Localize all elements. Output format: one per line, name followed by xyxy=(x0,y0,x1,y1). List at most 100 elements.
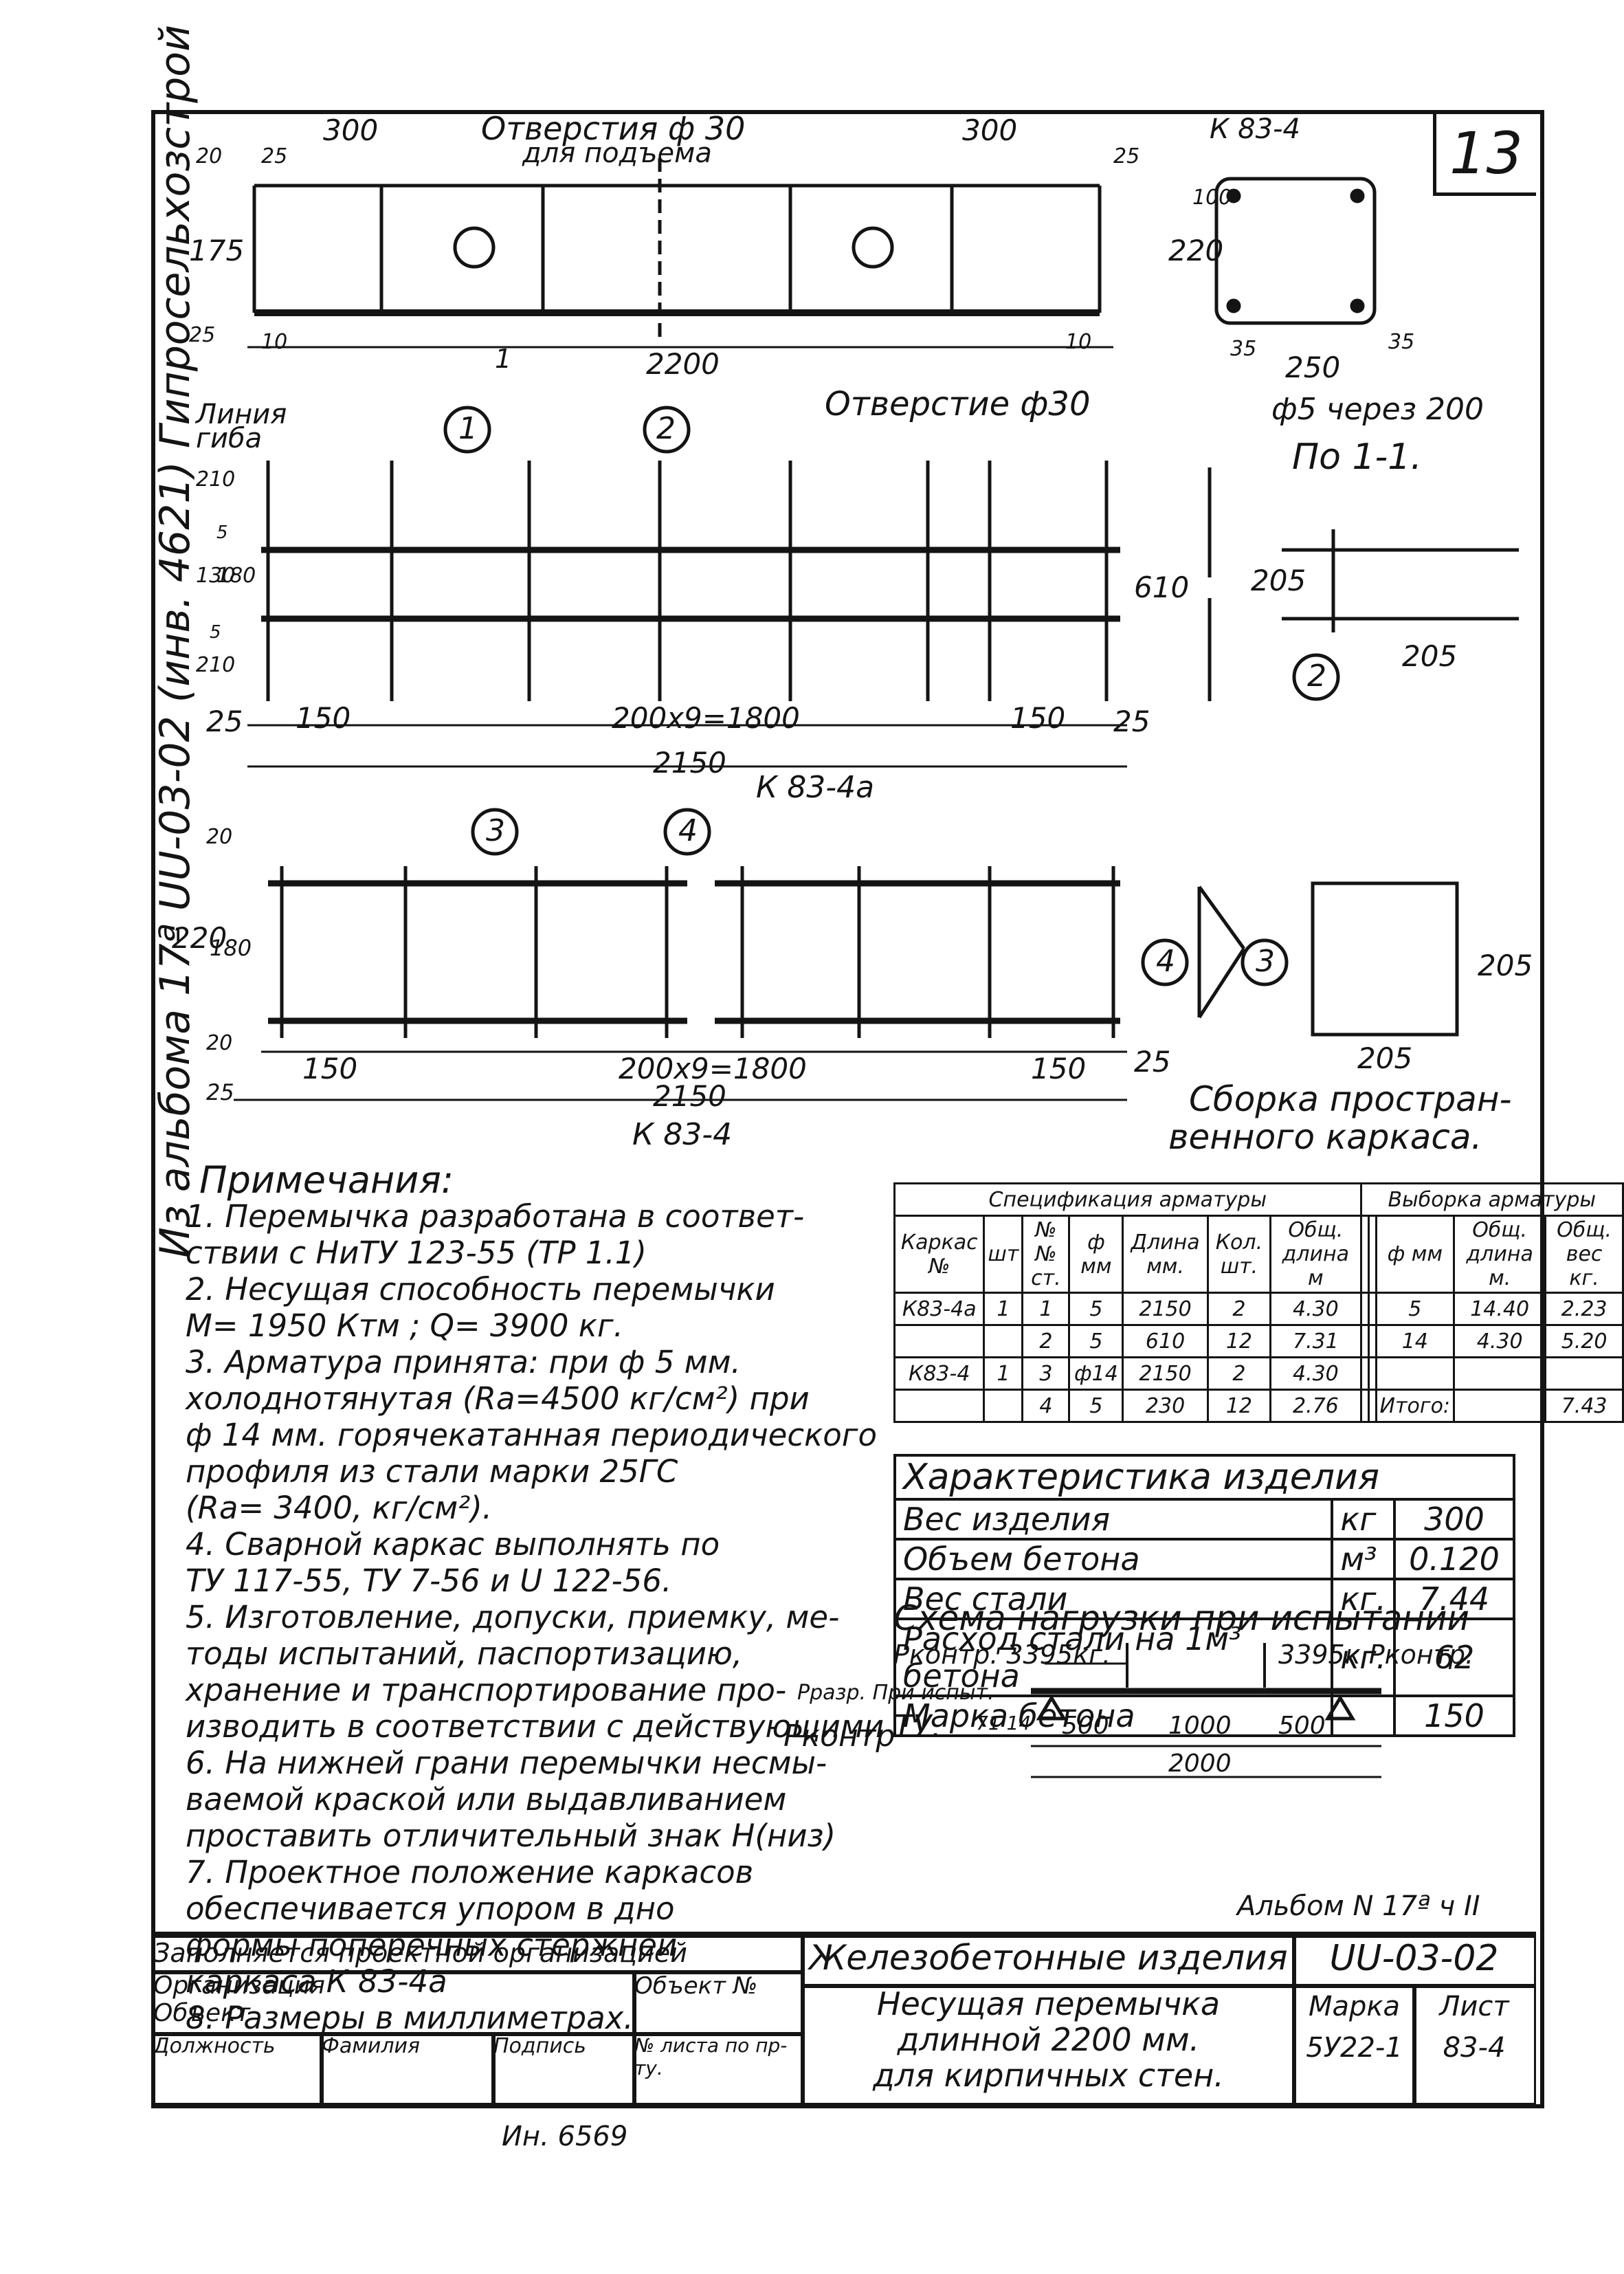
k834a-dim-210-bottom: 210 xyxy=(196,653,236,677)
char-value: 150 xyxy=(1393,1695,1515,1737)
char-name: Объем бетона xyxy=(893,1538,1334,1580)
note-line: ствии с НиТУ 123-55 (ТР 1.1) xyxy=(186,1235,647,1271)
title-block: Заполняется проектной организацией Орган… xyxy=(151,1932,1536,2105)
k834a-dim-5-top: 5 xyxy=(216,522,228,543)
spec-cell xyxy=(983,1324,1024,1358)
char-name: Вес изделия xyxy=(893,1498,1334,1541)
k834a-dim-210-top: 210 xyxy=(196,467,236,492)
spec-cell xyxy=(893,1389,986,1423)
dim-175: 175 xyxy=(189,234,245,267)
load-razr: Рразр. При испыт. xyxy=(797,1681,994,1705)
char-value: 7.44 xyxy=(1393,1578,1515,1620)
spec-cell: 5 xyxy=(1068,1324,1124,1358)
spec-cell: 2150 xyxy=(1122,1292,1209,1326)
spec-cell: 1 xyxy=(1021,1292,1071,1326)
spec-header: №№ ст. xyxy=(1021,1215,1071,1294)
note-line: тоды испытаний, паспортизацию, xyxy=(186,1635,743,1672)
spec-cell: 3 xyxy=(1021,1356,1071,1391)
spec-cell: 230 xyxy=(1122,1389,1209,1423)
tb-product-group: Железобетонные изделия xyxy=(801,1936,1296,1988)
note-line: 4. Сварной каркас выполнять по xyxy=(186,1526,720,1563)
char-value: 300 xyxy=(1393,1498,1515,1541)
load-dim-1000: 1000 xyxy=(1168,1712,1232,1740)
spec-cell xyxy=(1453,1389,1547,1423)
assembly-dim-205-h: 205 xyxy=(1357,1041,1413,1075)
dim-20: 20 xyxy=(196,144,223,168)
assembly-callout-4: 4 xyxy=(1156,944,1175,979)
callout-1: 1 xyxy=(458,411,478,446)
drawing-frame xyxy=(151,110,1544,2108)
section-title: По 1-1. xyxy=(1292,437,1422,478)
k834a-dim-150-left: 150 xyxy=(296,701,351,735)
album-ref: Альбом N 17ª ч II xyxy=(1237,1890,1480,1922)
spec-cell: Итого: xyxy=(1375,1389,1456,1423)
spec-header: Длина мм. xyxy=(1122,1215,1209,1294)
char-name: Марка бетона xyxy=(893,1695,1334,1737)
k834-label: К 83-4 xyxy=(632,1117,733,1152)
spec-cell: 5.20 xyxy=(1544,1324,1624,1358)
note-line: каркаса К 83-4а xyxy=(186,1963,447,2000)
note-line: 2. Несущая способность перемычки xyxy=(186,1271,775,1307)
spec-cell: 1 xyxy=(983,1356,1024,1391)
char-unit: кг. xyxy=(1331,1618,1396,1697)
char-name: Расход стали на 1м³ бетона xyxy=(893,1618,1334,1697)
dim-10-a: 10 xyxy=(261,330,288,354)
k834-dim-20-bottom: 20 xyxy=(206,1031,233,1055)
load-span: 2000 xyxy=(1168,1749,1232,1778)
spec-cell: 5 xyxy=(1375,1292,1456,1326)
spec-cell: 4.30 xyxy=(1453,1324,1547,1358)
tb-sheet-ref: № листа по пр-ту. xyxy=(632,2032,805,2105)
holes-label-1: Отверстия ф 30 xyxy=(481,110,746,147)
dim-250: 250 xyxy=(1285,351,1341,384)
k834-dim-150-right: 150 xyxy=(1031,1052,1087,1085)
spec-cell xyxy=(1359,1324,1370,1358)
note-line: 8. Размеры в миллиметрах. xyxy=(186,2000,634,2036)
spec-cell: 2150 xyxy=(1122,1356,1209,1391)
spec-cell: ф14 xyxy=(1068,1356,1124,1391)
k834-dim-1800: 200x9=1800 xyxy=(619,1052,807,1085)
cut-mark: 1 xyxy=(495,344,512,374)
spec-cell: 14.40 xyxy=(1453,1292,1547,1326)
spec-cell: 5 xyxy=(1068,1389,1124,1423)
top-mark: К 83-4 xyxy=(1210,113,1300,145)
spec-cell: 5 xyxy=(1068,1292,1124,1326)
section-note: ф5 через 200 xyxy=(1271,392,1484,427)
spec-cell xyxy=(1367,1356,1377,1391)
note-line: ТУ 117-55, ТУ 7-56 и U 122-56. xyxy=(186,1563,672,1599)
assembly-callout-3: 3 xyxy=(1256,944,1275,979)
spec-cell: 7.31 xyxy=(1269,1324,1362,1358)
char-value: 62 xyxy=(1393,1618,1515,1697)
load-right: 3395к Рконтр. xyxy=(1278,1640,1474,1670)
notes-block: Примечания: 1. Перемычка разработана в с… xyxy=(186,1162,942,2037)
note-line: обеспечивается упором в дно xyxy=(186,1890,675,1927)
spec-header: Общ. вес кг. xyxy=(1544,1215,1624,1294)
assembly-caption-2: венного каркаса. xyxy=(1168,1117,1482,1157)
load-dim-500-left: 500 xyxy=(1062,1712,1109,1740)
callout-2: 2 xyxy=(656,411,676,446)
spec-header: Общ. длина м xyxy=(1269,1215,1362,1294)
holes-label-2: для подъема xyxy=(522,137,712,169)
spec-cell: 2.23 xyxy=(1544,1292,1624,1326)
k834-dim-20-top: 20 xyxy=(206,825,233,849)
tb-col-position: Должность xyxy=(151,2032,324,2105)
k834-total: 2150 xyxy=(653,1079,726,1113)
tb-mark-cell: Марка 5У22-1 xyxy=(1292,1984,1416,2105)
assembly-dim-205-v: 205 xyxy=(1478,949,1533,982)
tb-product-name-2: длинной 2200 мм. xyxy=(897,2021,1200,2058)
spec-header: ф мм xyxy=(1068,1215,1124,1294)
spec-cell xyxy=(893,1324,986,1358)
note-line: хранение и транспортирование про- xyxy=(186,1672,787,1708)
char-value: 0.120 xyxy=(1393,1538,1515,1580)
spec-title-right: Выборка арматуры xyxy=(1359,1182,1624,1217)
k834a-label: К 83-4а xyxy=(756,770,875,805)
k834-dim-25-left: 25 xyxy=(206,1079,234,1105)
k834a-dim-610: 610 xyxy=(1134,571,1190,604)
tb-sheet-label: Лист xyxy=(1439,1991,1509,2022)
spec-cell: 4.30 xyxy=(1269,1292,1362,1326)
tb-org: Организация xyxy=(153,1972,325,2000)
